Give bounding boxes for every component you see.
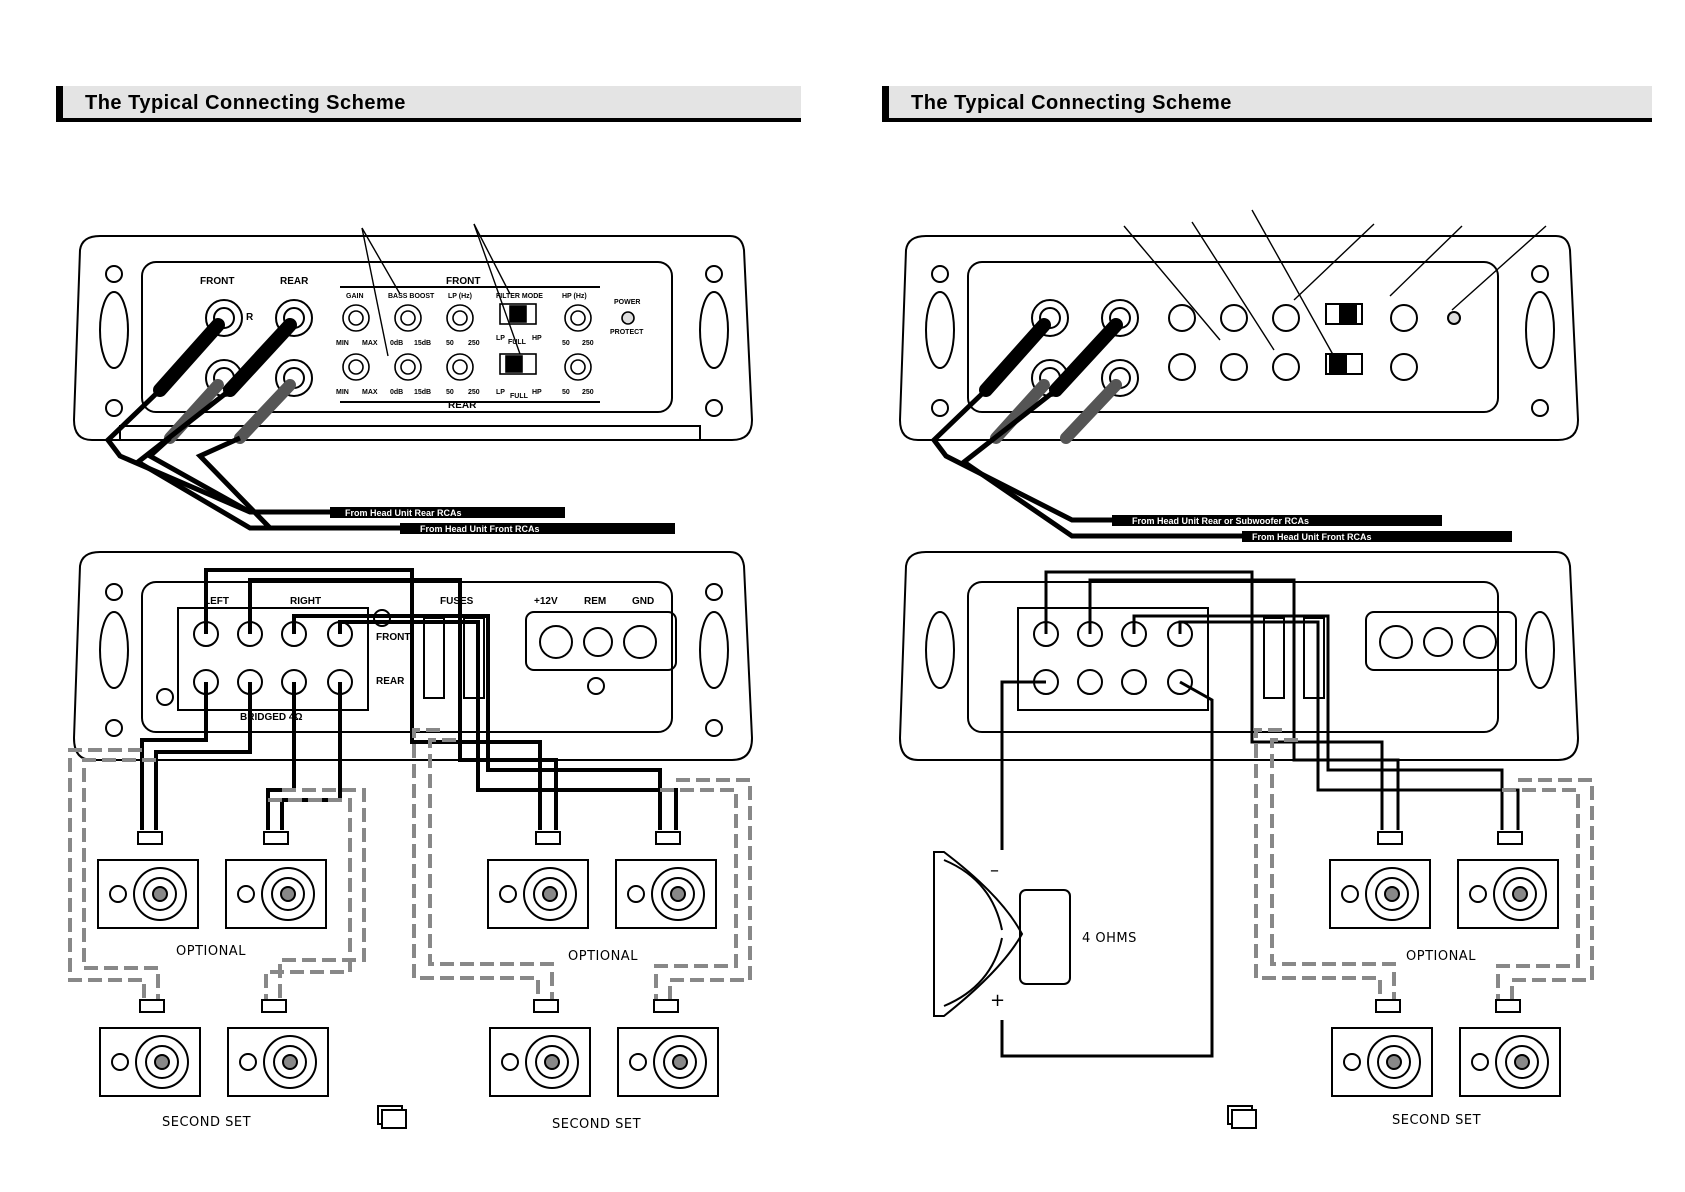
gain-label: GAIN <box>346 293 364 300</box>
speaker-front-left <box>97 831 199 929</box>
input-r-label: R <box>246 312 254 323</box>
rear-lp-50-label: 50 <box>446 389 454 396</box>
input-front-label: FRONT <box>200 276 234 287</box>
r-second-set-label: SECOND SET <box>1392 1113 1481 1128</box>
left-diagram: FRONT REAR R FRONT REAR GAIN BASS BOOST … <box>68 223 754 1132</box>
bass-boost-label: BASS BOOST <box>388 293 435 300</box>
callout-arrows <box>361 223 521 357</box>
controls-front-title: FRONT <box>446 276 480 287</box>
subwoofer-icon <box>933 851 1071 1017</box>
hp-250-label: 250 <box>582 340 594 347</box>
r-rca-front-band <box>1242 531 1512 542</box>
power-label: POWER <box>614 299 640 306</box>
sub-plus-label: + <box>990 990 1006 1011</box>
optional-wires[interactable] <box>68 728 752 1000</box>
out-bridged-label: BRIDGED 4Ω <box>240 712 302 723</box>
r-rca-front-label: From Head Unit Front RCAs <box>1252 532 1372 542</box>
rca-rear-band <box>330 507 565 518</box>
rear-gain-max-label: MAX <box>362 389 378 396</box>
right-title: The Typical Connecting Scheme <box>911 92 1232 114</box>
r-amp-top-panel <box>898 235 1580 441</box>
right-diagram: From Head Unit Rear or Subwoofer RCAs Fr… <box>898 209 1594 1129</box>
gain-max-label: MAX <box>362 340 378 347</box>
speaker-second-3 <box>489 999 591 1097</box>
rca-front-label: From Head Unit Front RCAs <box>420 524 540 534</box>
rear-bass-15db-label: 15dB <box>414 389 431 396</box>
r-speaker-rear-right <box>1457 831 1559 929</box>
rem-label: REM <box>584 596 606 607</box>
rear-switch-lp-label: LP <box>496 389 505 396</box>
r-amp-bottom-panel <box>898 551 1580 761</box>
r-rca-rear-label: From Head Unit Rear or Subwoofer RCAs <box>1132 516 1309 526</box>
hp-50-label: 50 <box>562 340 570 347</box>
rca-front-band <box>400 523 675 534</box>
controls-rear-title: REAR <box>448 400 477 411</box>
rear-hp-250-label: 250 <box>582 389 594 396</box>
rear-switch-hp-label: HP <box>532 389 542 396</box>
left-page: The Typical Connecting Scheme <box>0 0 842 1192</box>
gnd-label: GND <box>632 596 654 607</box>
switch-lp-label: LP <box>496 335 505 342</box>
r-page-marker-icon <box>1227 1105 1257 1129</box>
r-speaker-rear-left <box>1329 831 1431 929</box>
second-set-label-b: SECOND SET <box>552 1117 641 1132</box>
sub-ohms-label: 4 OHMS <box>1082 931 1137 946</box>
bass-15db-label: 15dB <box>414 340 431 347</box>
gain-min-label: MIN <box>336 340 349 347</box>
fuses-label: FUSES <box>440 596 474 607</box>
r-speaker-second-2 <box>1459 999 1561 1097</box>
r-speaker-second-1 <box>1331 999 1433 1097</box>
r-rca-cables[interactable] <box>930 318 1512 539</box>
speaker-rear-left <box>487 831 589 929</box>
speaker-second-2 <box>227 999 329 1097</box>
protect-label: PROTECT <box>610 329 644 336</box>
speaker-terminals[interactable] <box>193 621 353 695</box>
r-optional-label: OPTIONAL <box>1406 949 1476 964</box>
rear-hp-50-label: 50 <box>562 389 570 396</box>
rca-rear-label: From Head Unit Rear RCAs <box>345 508 462 518</box>
left-title: The Typical Connecting Scheme <box>85 92 406 114</box>
lp-50-label: 50 <box>446 340 454 347</box>
speaker-second-4 <box>617 999 719 1097</box>
rear-lp-250-label: 250 <box>468 389 480 396</box>
optional-label-a: OPTIONAL <box>176 944 246 959</box>
out-front-label: FRONT <box>376 632 410 643</box>
second-set-label-a: SECOND SET <box>162 1115 251 1130</box>
filter-mode-label: FILTER MODE <box>496 293 543 300</box>
lp-250-label: 250 <box>468 340 480 347</box>
r-sub-wires[interactable] <box>1000 570 1520 1058</box>
rear-bass-0db-label: 0dB <box>390 389 403 396</box>
out-rear-label: REAR <box>376 676 405 687</box>
bass-0db-label: 0dB <box>390 340 403 347</box>
speaker-second-1 <box>99 999 201 1097</box>
r-rca-rear-band <box>1112 515 1442 526</box>
control-knobs[interactable] <box>342 303 635 381</box>
sub-minus-label: – <box>990 860 1000 881</box>
page-marker-icon <box>377 1105 407 1129</box>
left-header: The Typical Connecting Scheme <box>56 86 801 122</box>
lp-label: LP (Hz) <box>448 293 472 300</box>
right-page: The Typical Connecting Scheme <box>842 0 1684 1192</box>
switch-hp-label: HP <box>532 335 542 342</box>
amp-top-panel <box>72 235 754 441</box>
rear-gain-min-label: MIN <box>336 389 349 396</box>
rear-switch-full-label: FULL <box>510 393 529 400</box>
speaker-front-right <box>225 831 327 929</box>
speaker-rear-right <box>615 831 717 929</box>
hp-label: HP (Hz) <box>562 293 587 300</box>
out-left-label: LEFT <box>204 596 229 607</box>
v12-label: +12V <box>534 596 558 607</box>
speaker-wires[interactable] <box>140 568 678 830</box>
out-right-label: RIGHT <box>290 596 321 607</box>
right-header: The Typical Connecting Scheme <box>882 86 1652 122</box>
switch-full-label: FULL <box>508 339 527 346</box>
input-rear-label: REAR <box>280 276 309 287</box>
r-optional-wires[interactable] <box>1254 728 1594 1000</box>
optional-label-b: OPTIONAL <box>568 949 638 964</box>
r-callout-arrows <box>1123 209 1547 361</box>
